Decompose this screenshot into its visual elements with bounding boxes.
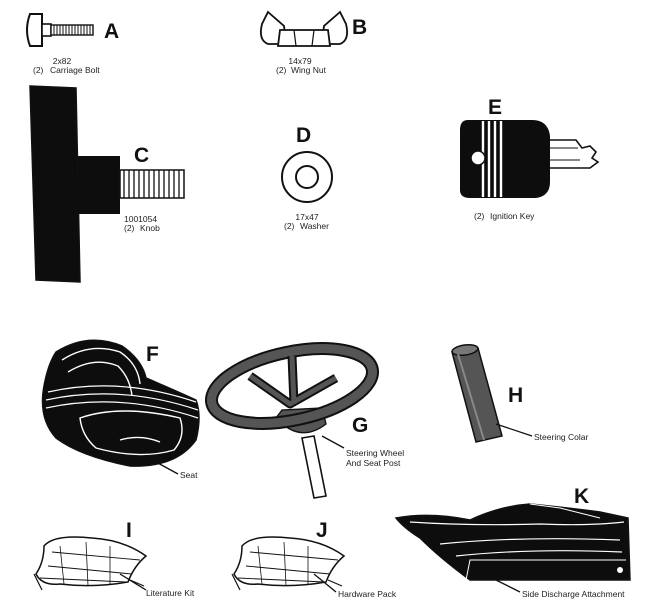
- part-code-a: 2x82: [53, 56, 72, 66]
- part-letter-h: H: [508, 384, 523, 407]
- part-qty-a: (2): [33, 65, 44, 75]
- steering-collar-icon: [451, 343, 503, 443]
- part-letter-b: B: [352, 16, 367, 39]
- part-name-b: Wing Nut: [291, 65, 327, 75]
- part-letter-g: G: [352, 414, 368, 437]
- part-name-a: Carriage Bolt: [50, 65, 100, 75]
- steering-wheel-icon: [204, 342, 380, 499]
- washer-icon: [281, 151, 333, 203]
- literature-kit-icon: [33, 536, 148, 591]
- carriage-bolt-icon: [26, 13, 94, 47]
- part-name-g-line2: And Seat Post: [346, 458, 401, 468]
- part-letter-f: F: [146, 343, 159, 366]
- part-name-d: Washer: [300, 221, 329, 231]
- hardware-pack-icon: [231, 536, 346, 591]
- part-name-g-line1: Steering Wheel: [346, 448, 404, 458]
- part-code-b: 14x79: [288, 56, 311, 66]
- part-code-c: 1001054: [124, 214, 157, 224]
- leader-line-i: [119, 573, 147, 591]
- part-letter-c: C: [134, 144, 149, 167]
- wing-nut-icon: [259, 10, 349, 47]
- leader-line-g: [321, 435, 345, 449]
- part-code-d: 17x47: [295, 212, 318, 222]
- leader-line-f: [155, 461, 179, 475]
- part-name-h: Steering Colar: [534, 432, 589, 442]
- part-qty-b: (2): [276, 65, 287, 75]
- part-letter-j: J: [316, 519, 328, 542]
- ignition-key-icon: [460, 120, 600, 198]
- part-name-k: Side Discharge Attachment: [522, 589, 625, 599]
- part-letter-i: I: [126, 519, 132, 542]
- seat-icon: [41, 339, 200, 467]
- part-letter-k: K: [574, 485, 589, 508]
- part-letter-d: D: [296, 124, 311, 147]
- part-qty-d: (2): [284, 221, 295, 231]
- part-name-i: Literature Kit: [146, 588, 195, 598]
- part-name-c: Knob: [140, 223, 160, 233]
- part-qty-e: (2): [474, 211, 485, 221]
- part-letter-a: A: [104, 20, 119, 43]
- leader-line-k: [495, 579, 521, 593]
- leader-line-j: [313, 573, 337, 593]
- part-qty-c: (2): [124, 223, 135, 233]
- part-name-f: Seat: [180, 470, 198, 480]
- part-name-j: Hardware Pack: [338, 589, 397, 599]
- side-discharge-icon: [394, 503, 631, 581]
- leader-line-h: [495, 423, 533, 437]
- knob-icon: [29, 85, 185, 283]
- part-name-e: Ignition Key: [490, 211, 535, 221]
- part-letter-e: E: [488, 96, 502, 119]
